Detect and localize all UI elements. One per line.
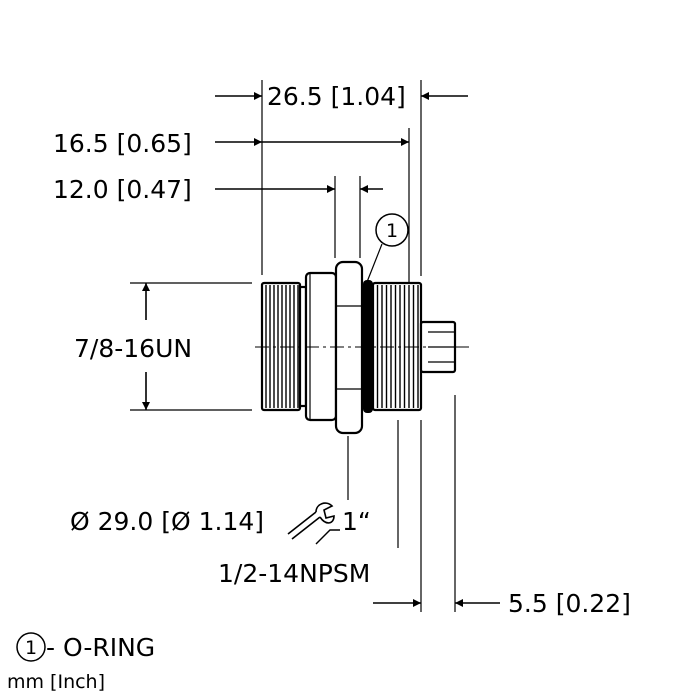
extension-lines: [130, 80, 456, 612]
units-note: mm [Inch]: [7, 671, 105, 693]
callout-number: 1: [386, 220, 398, 242]
o-ring-callout: 1: [366, 213, 409, 283]
length-16-5-label: 16.5 [0.65]: [53, 129, 192, 158]
legend-number: 1: [25, 637, 37, 659]
pin-length-label: 5.5 [0.22]: [508, 589, 631, 618]
connector-body: [255, 260, 470, 435]
legend: 1 - O-RING: [16, 632, 155, 662]
overall-length-label: 26.5 [1.04]: [267, 82, 406, 111]
rear-thread-label: 1/2-14NPSM: [218, 559, 370, 588]
dimension-lines: [142, 92, 500, 607]
front-thread-label: 7/8-16UN: [74, 334, 192, 363]
length-12-0-label: 12.0 [0.47]: [53, 175, 192, 204]
wrench-size-label: 1“: [342, 507, 371, 536]
legend-text: - O-RING: [46, 633, 155, 662]
diameter-label: Ø 29.0 [Ø 1.14]: [70, 507, 264, 536]
wrench-icon: [287, 502, 340, 545]
